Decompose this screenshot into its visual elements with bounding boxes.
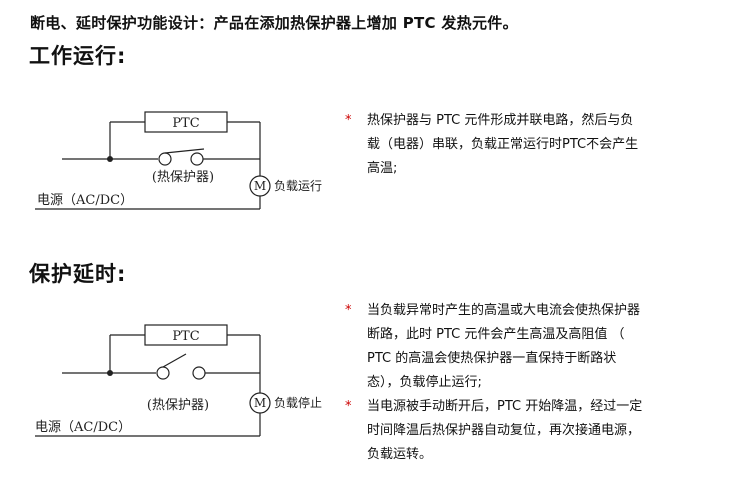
protector-label: (热保护器) xyxy=(152,170,214,185)
switch-blade-closed xyxy=(164,148,205,154)
note-reset: * 当电源被手动断开后，PTC 开始降温，经过一定时间降温后热保护器自动复位，再… xyxy=(345,395,645,467)
motor-label: M xyxy=(254,396,266,410)
switch-contact-left xyxy=(158,152,172,166)
note-bullet: * xyxy=(345,113,352,128)
junction-dot xyxy=(107,156,113,162)
protector-label: (热保护器) xyxy=(147,398,209,413)
source-label: 电源（AC/DC） xyxy=(35,420,131,435)
section-title-working: 工作运行: xyxy=(29,44,127,68)
switch-contact-right xyxy=(190,152,204,166)
circuit-diagram-working: PTC (热保护器) M 负载运行 电源（AC/DC） xyxy=(35,111,322,210)
ptc-label: PTC xyxy=(172,329,199,344)
source-label: 电源（AC/DC） xyxy=(37,193,133,208)
note-text: 热保护器与 PTC 元件形成并联电路，然后与负载（电器）串联，负载正常运行时PT… xyxy=(367,113,639,176)
section-title-protection-delay: 保护延时: xyxy=(29,262,127,286)
note-working: * 热保护器与 PTC 元件形成并联电路，然后与负载（电器）串联，负载正常运行时… xyxy=(345,109,645,181)
headline: 断电、延时保护功能设计：产品在添加热保护器上增加 PTC 发热元件。 xyxy=(30,14,518,32)
switch-contact-right xyxy=(192,366,206,380)
switch-contact-left xyxy=(156,366,170,380)
note-text: 当电源被手动断开后，PTC 开始降温，经过一定时间降温后热保护器自动复位，再次接… xyxy=(367,399,643,462)
motor-label: M xyxy=(254,179,266,193)
note-bullet: * xyxy=(345,399,352,414)
note-bullet: * xyxy=(345,303,352,318)
ptc-label: PTC xyxy=(172,116,199,131)
junction-dot xyxy=(107,370,113,376)
load-label: 负载停止 xyxy=(274,395,322,410)
note-text: 当负载异常时产生的高温或大电流会使热保护器断路，此时 PTC 元件会产生高温及高… xyxy=(367,303,641,390)
switch-blade-open xyxy=(162,353,187,368)
note-abnormal: * 当负载异常时产生的高温或大电流会使热保护器断路，此时 PTC 元件会产生高温… xyxy=(345,299,645,395)
load-label: 负载运行 xyxy=(274,179,322,193)
circuit-diagram-protection: PTC (热保护器) M 负载停止 电源（AC/DC） xyxy=(35,324,322,437)
